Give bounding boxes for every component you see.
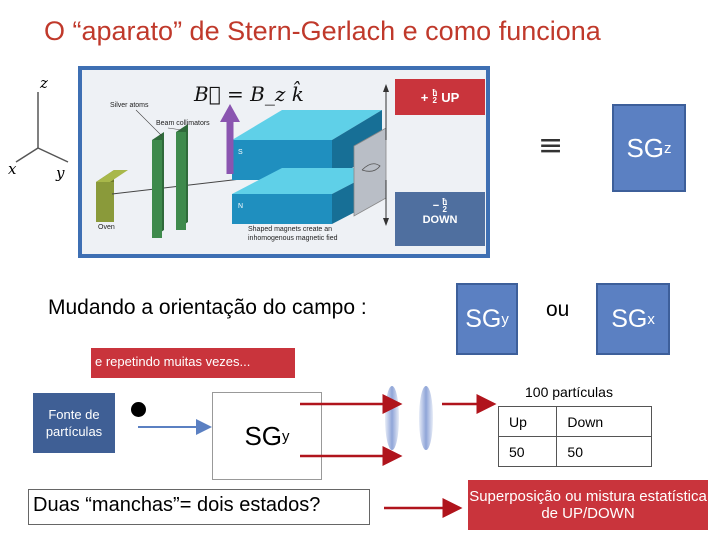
beam-collimators-label: Beam collimators	[156, 120, 210, 127]
particle-dot	[131, 402, 146, 417]
silver-atoms-label: Silver atoms	[110, 102, 149, 109]
value-down: 50	[556, 436, 652, 467]
field-equation: B⃗ = B_z k̂	[194, 82, 304, 106]
value-up: 50	[497, 436, 558, 467]
superposition-banner: Superposição ou mistura estatística de U…	[468, 480, 708, 530]
spot-down	[419, 386, 433, 450]
apparatus-drawing: S N	[96, 84, 389, 238]
z-axis-label: z	[40, 74, 48, 92]
header-down: Down	[556, 406, 652, 437]
x-axis-label: x	[8, 160, 17, 178]
magnets-caption-line2: inhomogenous magnetic fied	[248, 235, 338, 242]
equivalence-symbol: ≡	[538, 128, 564, 163]
or-text: ou	[546, 298, 570, 321]
orientation-text: Mudando a orientação do campo :	[48, 296, 367, 319]
svg-text:S: S	[238, 149, 243, 156]
coordinate-axes: z x y	[6, 74, 86, 182]
particle-source-box: Fonte de partículas	[33, 393, 115, 453]
page-title: O “aparato” de Stern-Gerlach e como func…	[44, 16, 601, 46]
two-spots-question: Duas “manchas”= dois estados?	[28, 489, 370, 525]
particles-caption: 100 partículas	[525, 384, 613, 400]
stern-gerlach-figure: S N B⃗ = B_z k̂ Silver atoms Beam collim…	[78, 66, 490, 258]
svg-text:N: N	[238, 203, 243, 210]
spot-up	[385, 386, 399, 450]
repeat-banner: e repetindo muitas vezes...	[91, 348, 295, 378]
magnets-caption-line1: Shaped magnets create an	[248, 226, 333, 233]
header-up: Up	[497, 406, 558, 437]
oven-label: Oven	[98, 224, 115, 231]
results-table: Up Down 50 50	[497, 406, 652, 467]
y-axis-label: y	[56, 164, 65, 182]
detection-screen	[364, 378, 448, 468]
